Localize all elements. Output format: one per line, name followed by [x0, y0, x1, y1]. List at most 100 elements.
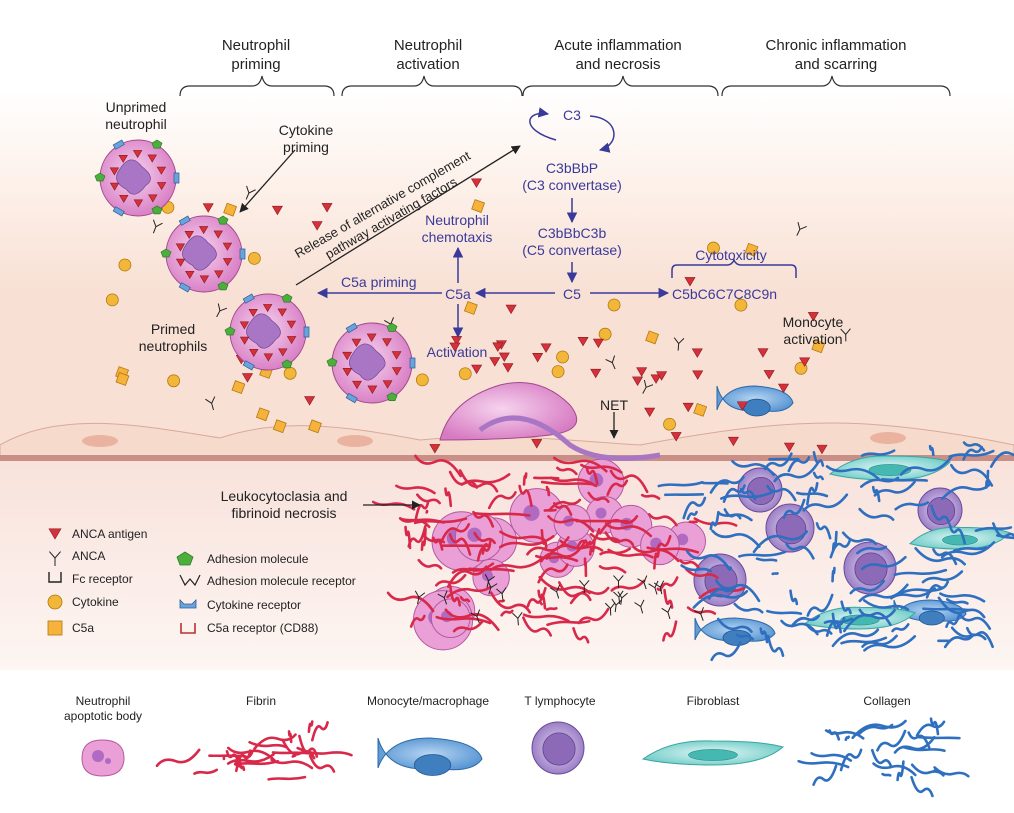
- anca-antigen-icon: [286, 336, 297, 345]
- anca-icon: [245, 185, 256, 200]
- anca-antigen-icon: [342, 351, 353, 361]
- c3bbbp-label: C3bBbP(C3 convertase): [522, 160, 622, 193]
- c5a-icon: [645, 330, 660, 345]
- anca-antigen-icon: [531, 439, 543, 449]
- anca-antigen-icon: [239, 321, 250, 330]
- legend-anca: ANCA: [72, 549, 106, 563]
- endothelium: [0, 422, 1014, 461]
- anca-antigen-icon: [202, 203, 214, 213]
- anca-antigen-icon: [311, 221, 323, 231]
- adhesion-molecule-icon: [151, 139, 163, 149]
- anca-antigen-icon: [286, 320, 297, 329]
- legend-adhesion-receptor: Adhesion molecule receptor: [207, 574, 356, 588]
- adhesion-molecule-icon: [281, 293, 293, 303]
- cytokine-icon: [47, 594, 63, 610]
- cytokine-icon: [607, 298, 621, 312]
- anca-antigen-icon: [498, 352, 510, 363]
- anca-antigen-icon: [727, 436, 739, 447]
- c5a-icon: [463, 301, 478, 315]
- apoptotic-body: [509, 488, 565, 543]
- cytokine-icon: [415, 373, 429, 387]
- anca-antigen-icon: [644, 407, 656, 418]
- adhesion-receptor-icon: [179, 574, 201, 587]
- anca-icon: [653, 580, 665, 595]
- cytokine-receptor-icon: [242, 360, 255, 371]
- anca-antigen-icon: [783, 442, 795, 453]
- anca-icon: [796, 222, 807, 236]
- anca-antigen-icon: [48, 528, 62, 540]
- cytokine-receptor-icon: [409, 357, 416, 369]
- c5a-icon: [308, 419, 322, 434]
- anca-antigen-icon: [816, 444, 828, 455]
- anca-antigen-icon: [248, 308, 258, 317]
- cytokine-icon: [458, 367, 472, 381]
- anca-antigen-icon: [109, 167, 120, 176]
- c5a-icon: [255, 407, 270, 422]
- adhesion-molecule-icon: [386, 392, 398, 401]
- anca-antigen-icon: [222, 242, 233, 251]
- anca-icon: [637, 575, 648, 590]
- anca-icon: [512, 611, 523, 626]
- mac-label: C5bC6C7C8C9n: [672, 286, 778, 302]
- apoptotic-body-icon: [81, 739, 125, 777]
- cytokine-receptor-icon: [178, 215, 191, 226]
- cytotoxicity-label: Cytotoxicity: [695, 247, 767, 263]
- anca-antigen-icon: [366, 333, 377, 342]
- c5a-icon: [223, 202, 238, 217]
- anca-antigen-icon: [577, 336, 589, 347]
- anca-antigen-icon: [271, 205, 283, 216]
- cytokine-icon: [283, 366, 297, 380]
- legend-adhesion-molecule: Adhesion molecule: [207, 552, 309, 566]
- adhesion-molecule-icon: [160, 248, 172, 258]
- cytokine-icon: [556, 350, 569, 364]
- anca-antigen-icon: [342, 368, 353, 377]
- phase-braces: [179, 75, 951, 97]
- c5-label: C5: [563, 286, 581, 302]
- legend-c5a-receptor: C5a receptor (CD88): [207, 621, 319, 635]
- adhesion-molecule-icon: [224, 326, 236, 336]
- t-lymphocyte-cell: [917, 487, 963, 533]
- anca-antigen-icon: [382, 380, 393, 389]
- anca-antigen-icon: [263, 353, 274, 362]
- t-lymphocyte-cell: [737, 467, 783, 513]
- legend-c5a: C5a: [72, 621, 95, 635]
- anca-antigen-icon: [133, 199, 144, 208]
- monocyte-macrophage-icon: [377, 737, 483, 776]
- anca-antigen-icon: [532, 353, 544, 363]
- anca-antigen-icon: [184, 230, 194, 239]
- t-lymphocyte-cell: [531, 721, 585, 775]
- anca-icon: [634, 599, 645, 614]
- fibroblast-cell: [908, 526, 1011, 550]
- anca-antigen-icon: [351, 338, 362, 348]
- adhesion-molecule-icon: [326, 357, 338, 367]
- anca-icon: [613, 575, 624, 589]
- fibroblast-cell: [641, 740, 785, 766]
- neutrophil-cell: [94, 139, 180, 217]
- anca-antigen-icon: [156, 182, 167, 191]
- cytokine-icon: [598, 327, 612, 341]
- anca-antigen-icon: [118, 154, 128, 163]
- apoptotic-body: [553, 504, 591, 542]
- anca-antigen-icon: [382, 338, 392, 347]
- cytokine-receptor-icon: [178, 282, 191, 293]
- cytokine-receptor-icon: [239, 248, 246, 260]
- anca-icon: [605, 355, 616, 370]
- anca-antigen-icon: [391, 351, 402, 360]
- anca-antigen-icon: [650, 374, 662, 384]
- anca-antigen-icon: [132, 150, 143, 159]
- anca-antigen-icon: [249, 348, 259, 357]
- cytokine-icon: [734, 298, 748, 312]
- fibrin-icon: [155, 720, 353, 781]
- anca-antigen-icon: [213, 230, 223, 239]
- c5a-icon: [272, 419, 287, 434]
- anca-antigen-icon: [691, 348, 703, 358]
- anca-antigen-icon: [636, 367, 648, 377]
- neutrophil-cell: [160, 215, 246, 293]
- anca-antigen-icon: [278, 348, 288, 357]
- collagen-icon: [797, 717, 970, 798]
